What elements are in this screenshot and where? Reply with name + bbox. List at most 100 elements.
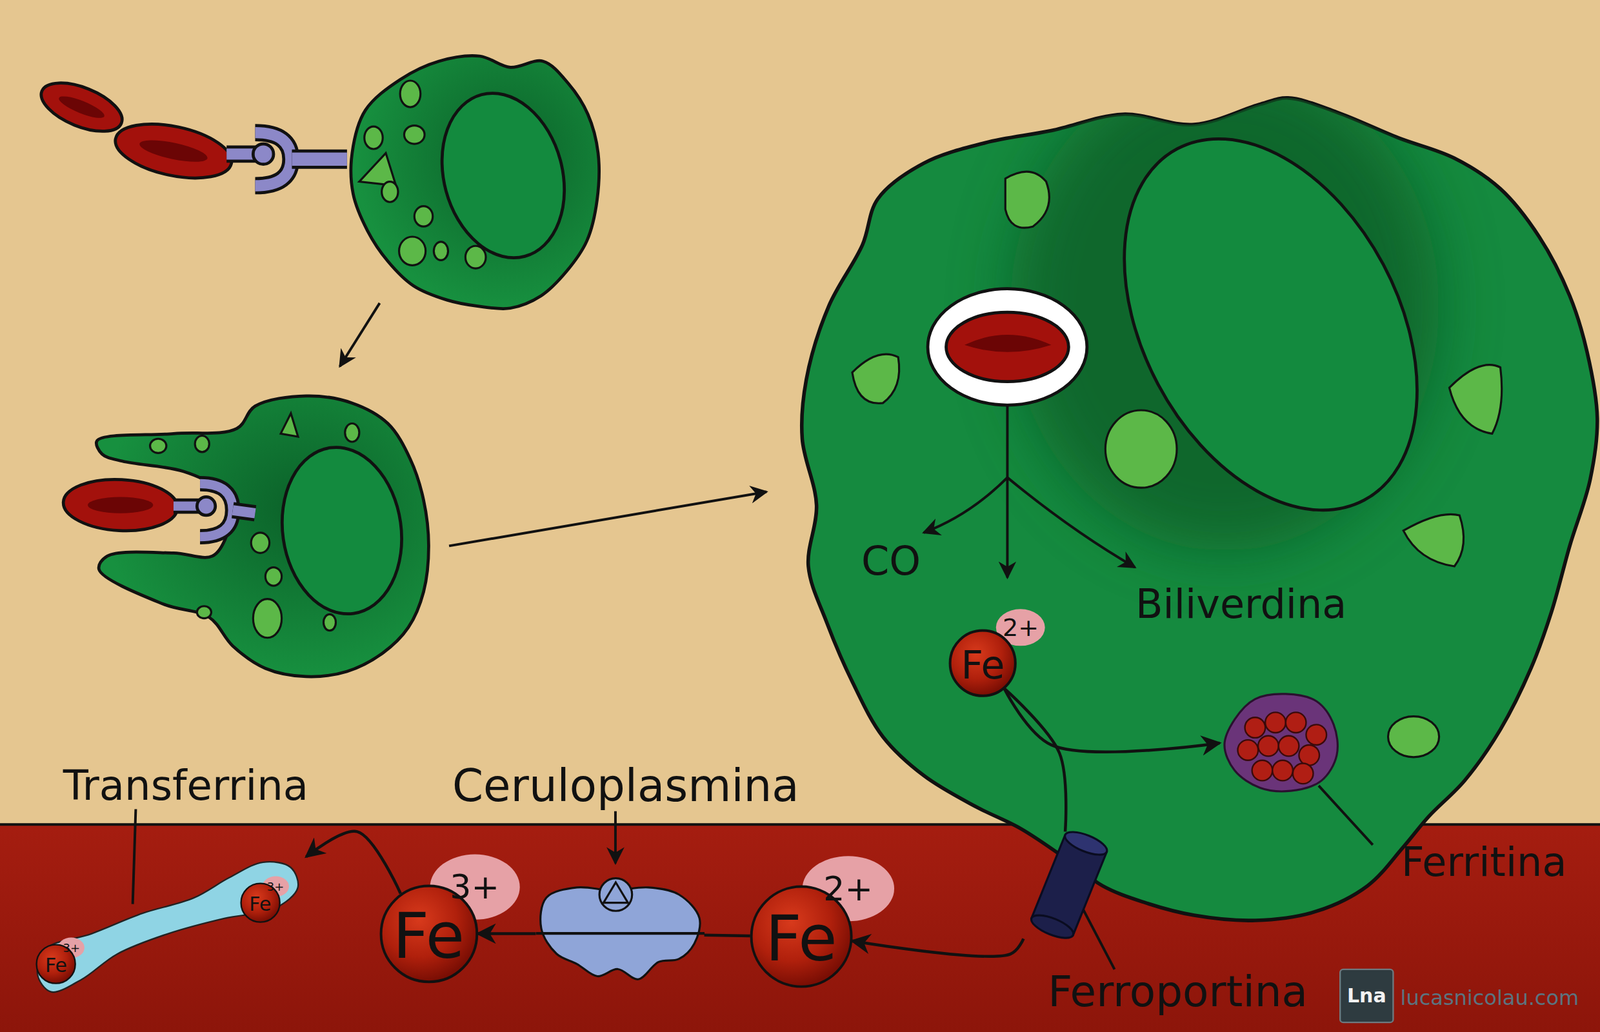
granule — [852, 354, 900, 404]
granule — [194, 436, 210, 453]
node-label: Fe — [392, 904, 465, 968]
heme-breakdown-arrow — [1005, 477, 1009, 578]
granule — [1388, 716, 1440, 758]
product-label: Biliverdina — [1135, 584, 1347, 625]
macrophage — [96, 396, 429, 677]
charge-label: 2+ — [823, 872, 873, 906]
red-blood-cell — [61, 476, 179, 534]
flow-arrow — [704, 935, 751, 937]
iron-bead — [1285, 712, 1307, 733]
iron-circle — [950, 630, 1016, 697]
charge-label: 3+ — [449, 870, 500, 904]
heme-breakdown-arrow — [1005, 406, 1009, 479]
copper-site — [603, 882, 628, 904]
granule — [150, 413, 360, 639]
node-label: Ferroportina — [1047, 970, 1308, 1014]
receptor — [255, 132, 291, 186]
flow-arrow — [852, 938, 1024, 957]
granule — [1403, 514, 1464, 567]
node-label: Transferrina — [63, 765, 309, 807]
receptor — [291, 152, 347, 167]
heme-breakdown-arrow — [1007, 477, 1135, 568]
charge-label: 3+ — [62, 942, 80, 955]
node-label: Fe — [960, 645, 1005, 685]
iron-bead — [1299, 745, 1320, 766]
iron-bead — [1265, 712, 1287, 733]
ferroportin-end — [1028, 910, 1077, 944]
granule — [196, 606, 211, 619]
iron-ion: Fe2+ — [750, 885, 853, 988]
red-blood-cell — [34, 72, 237, 188]
process-arrow — [340, 303, 380, 367]
granule — [265, 567, 282, 586]
ceruloplasmin-enzyme: Ceruloplasmina — [536, 882, 705, 985]
ferritin-shell — [1224, 694, 1338, 792]
flow-line — [536, 932, 705, 935]
node-label: Fe — [765, 907, 837, 971]
ferroportin-end — [1061, 827, 1110, 860]
transferrin-protein: TransferrinaFe3+Fe3+ — [35, 852, 306, 995]
receptor — [252, 143, 274, 165]
ferroportin-channel-shape — [1020, 831, 1118, 939]
leader-line — [1080, 903, 1115, 970]
ferroportin-channel: Ferroportina — [1020, 831, 1118, 939]
node-label: Ceruloplasmina — [452, 763, 800, 809]
macrophage — [271, 439, 413, 622]
granule — [400, 80, 421, 108]
granule — [323, 614, 336, 631]
flow-arrow — [1004, 689, 1066, 832]
ferritin-cluster: Ferritina — [1219, 689, 1342, 797]
granule — [403, 125, 425, 144]
flow-arrow — [306, 831, 401, 895]
receptor — [196, 496, 215, 515]
iron-ion: Fe2+ — [949, 629, 1017, 697]
process-arrow — [449, 492, 767, 547]
red-blood-cell — [34, 72, 130, 142]
phagosome — [927, 289, 1088, 406]
receptor — [173, 483, 256, 537]
iron-bead — [1292, 763, 1314, 784]
ferroportin-cylinder — [1028, 827, 1110, 944]
transferrin-protein-shape — [35, 852, 306, 995]
heme-breakdown-arrow — [923, 477, 1008, 533]
red-blood-cell — [61, 476, 179, 534]
granule — [250, 532, 270, 554]
node-label: Ferritina — [1401, 842, 1567, 883]
granule — [1105, 410, 1177, 488]
macrophage — [61, 396, 429, 677]
heme-breakdown-arrow — [923, 406, 1135, 579]
receptor — [291, 149, 347, 170]
iron-ion: Fe3+ — [380, 885, 479, 984]
iron-bead — [1252, 760, 1273, 782]
iron-bead — [1306, 724, 1328, 746]
granule — [1005, 171, 1050, 228]
macrophage — [350, 55, 600, 309]
logo-mark: Lna — [1347, 986, 1387, 1006]
receptor — [255, 132, 291, 186]
granule — [414, 206, 433, 228]
nucleus — [1064, 89, 1477, 560]
node-label: Fe — [45, 956, 68, 976]
flow-arrow — [477, 932, 536, 936]
ceruloplasmin-enzyme-shape — [536, 882, 705, 985]
granule — [433, 241, 448, 260]
phagosome — [964, 334, 1051, 353]
granule — [345, 423, 360, 442]
charge-label: 3+ — [267, 881, 285, 893]
macrophage — [801, 61, 1598, 921]
ferritin-cluster-shape — [1219, 689, 1342, 797]
copper-site — [599, 878, 633, 912]
receptor — [232, 510, 256, 514]
granule — [399, 236, 426, 266]
flow-arrow — [1004, 689, 1220, 752]
iron-bead — [1278, 736, 1300, 757]
granule — [381, 181, 399, 203]
transferrin-shape — [37, 861, 299, 993]
node-label: Fe — [249, 894, 271, 915]
phagosome — [927, 289, 1088, 406]
iron-bead — [1238, 740, 1259, 761]
granule — [465, 245, 486, 269]
